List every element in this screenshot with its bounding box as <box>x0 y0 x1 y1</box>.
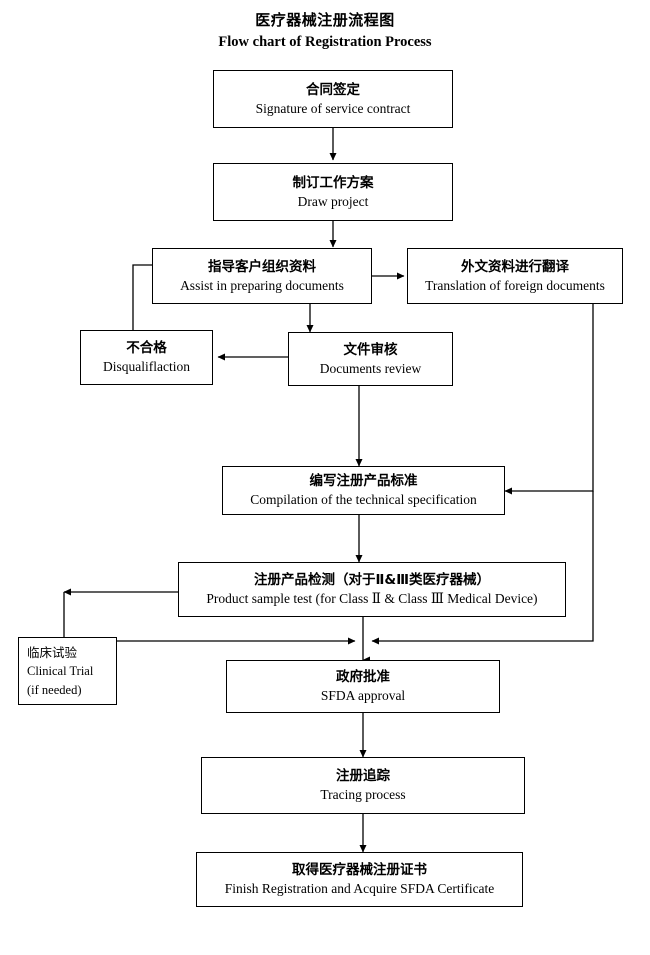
node-tracing-en: Tracing process <box>320 787 406 802</box>
chart-title: 医疗器械注册流程图 Flow chart of Registration Pro… <box>0 10 650 52</box>
node-contract[interactable]: 合同签定 Signature of service contract <box>213 70 453 128</box>
node-clinical-trial-en: Clinical Trial <box>27 663 94 678</box>
node-sample-test-cn: 注册产品检测（对于Ⅱ&Ⅲ类医疗器械） <box>254 572 490 588</box>
node-draw-project-cn: 制订工作方案 <box>292 174 374 191</box>
node-assist-docs[interactable]: 指导客户组织资料 Assist in preparing documents <box>152 248 372 304</box>
node-documents-review-cn: 文件审核 <box>343 341 398 358</box>
title-chinese: 医疗器械注册流程图 <box>255 11 395 29</box>
node-assist-docs-en: Assist in preparing documents <box>180 277 344 293</box>
node-tech-spec[interactable]: 编写注册产品标准 Compilation of the technical sp… <box>222 466 505 515</box>
node-clinical-trial-cn: 临床试验 <box>27 644 78 660</box>
node-finish-en: Finish Registration and Acquire SFDA Cer… <box>224 881 495 896</box>
node-contract-cn: 合同签定 <box>306 81 360 98</box>
node-assist-docs-cn: 指导客户组织资料 <box>208 258 316 275</box>
node-tech-spec-cn: 编写注册产品标准 <box>309 473 418 489</box>
node-sfda-approval-en: SFDA approval <box>320 688 406 703</box>
node-disqualification-cn: 不合格 <box>126 340 167 356</box>
node-translation-cn: 外文资料进行翻译 <box>461 258 569 275</box>
title-english: Flow chart of Registration Process <box>218 34 432 50</box>
node-tracing[interactable]: 注册追踪 Tracing process <box>201 757 525 814</box>
node-sample-test-en: Product sample test (for Class Ⅱ & Class… <box>206 591 538 606</box>
node-tracing-cn: 注册追踪 <box>336 768 390 784</box>
node-finish[interactable]: 取得医疗器械注册证书 Finish Registration and Acqui… <box>196 852 523 907</box>
node-disqualification-en: Disqualiflaction <box>103 359 190 374</box>
node-clinical-trial[interactable]: 临床试验 Clinical Trial (if needed) <box>18 637 117 705</box>
node-draw-project[interactable]: 制订工作方案 Draw project <box>213 163 453 221</box>
node-sample-test[interactable]: 注册产品检测（对于Ⅱ&Ⅲ类医疗器械） Product sample test (… <box>178 562 566 617</box>
node-translation[interactable]: 外文资料进行翻译 Translation of foreign document… <box>407 248 623 304</box>
node-clinical-trial-note: (if needed) <box>27 682 82 697</box>
node-contract-en: Signature of service contract <box>255 100 411 116</box>
node-translation-en: Translation of foreign documents <box>425 277 605 293</box>
node-disqualification[interactable]: 不合格 Disqualiflaction <box>80 330 213 385</box>
node-tech-spec-en: Compilation of the technical specificati… <box>250 492 477 507</box>
node-documents-review[interactable]: 文件审核 Documents review <box>288 332 453 386</box>
node-sfda-approval[interactable]: 政府批准 SFDA approval <box>226 660 500 713</box>
node-finish-cn: 取得医疗器械注册证书 <box>292 862 427 878</box>
node-draw-project-en: Draw project <box>297 193 369 209</box>
node-sfda-approval-cn: 政府批准 <box>336 669 390 685</box>
node-documents-review-en: Documents review <box>319 360 422 376</box>
